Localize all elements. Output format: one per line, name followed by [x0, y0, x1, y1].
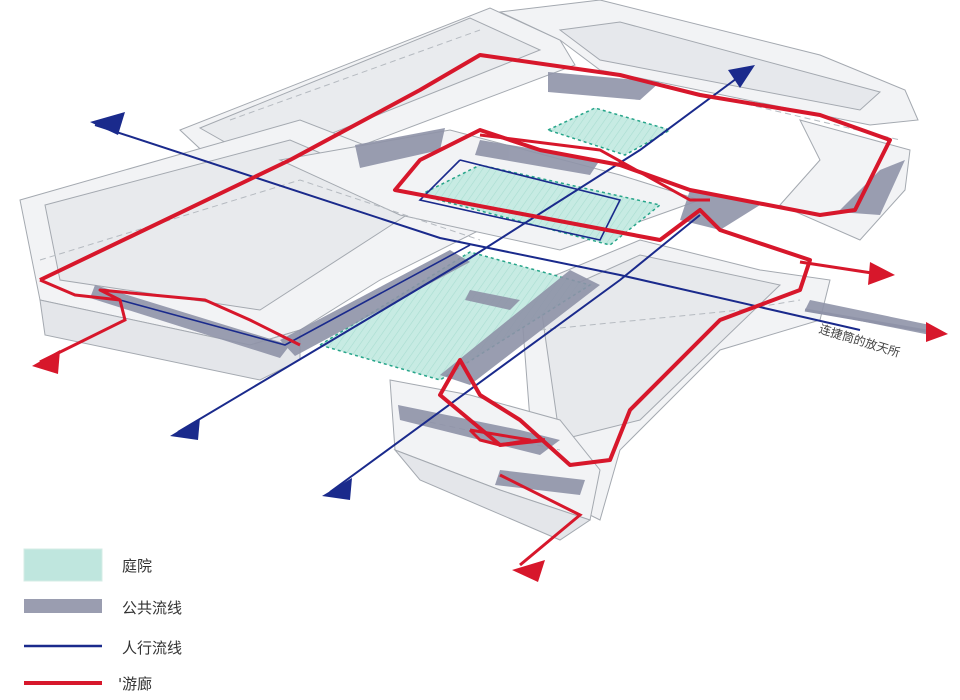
public-path-mid [440, 270, 600, 385]
pedestrian-left-loop [119, 244, 471, 346]
public-path-right [838, 160, 905, 215]
public-path-stair [465, 290, 520, 310]
pedestrian-line-1 [94, 124, 861, 331]
pedestrian-line-3 [329, 214, 701, 493]
pedestrian-line-2 [177, 69, 749, 433]
public-path-top-left [355, 128, 445, 168]
public-path-diagonal [280, 250, 470, 356]
arrow-head-red-right [868, 262, 895, 285]
legend-label-pedestrian: 人行流线 [122, 639, 183, 657]
legend-swatch-courtyard [23, 548, 103, 582]
corridor-arrows [32, 262, 895, 582]
legend-label-courtyard: 庭院 [122, 557, 153, 575]
legend-label-public: 公共流线 [122, 599, 183, 617]
arrow-head-red-left [32, 350, 60, 374]
legend-label-corridor: '游廊 [118, 675, 153, 693]
pedestrian-arrows [90, 65, 755, 500]
arrow-head-blue-3 [322, 478, 352, 500]
annotation-arrow [804, 308, 948, 342]
public-path-left [90, 285, 290, 358]
arrow-head-blue-2 [170, 418, 200, 440]
public-path-center [475, 140, 600, 175]
arrow-head-red-bottom [512, 560, 545, 582]
corridor-route [39, 53, 892, 467]
corridor-exit-left [39, 299, 127, 364]
arrow-head-blue-1 [90, 112, 125, 135]
courtyard-top [545, 107, 672, 156]
public-path-bottom-2 [495, 470, 585, 495]
corridor-bottom-loop [468, 428, 532, 447]
building-bottom-right-roof [539, 254, 782, 441]
corridor-left-return [39, 278, 301, 347]
public-path-top [548, 72, 660, 100]
corridor-inner-top [479, 133, 710, 202]
building-top-right-roof [558, 21, 882, 111]
corridor-exit-bottom [499, 473, 583, 567]
legend-swatch-public [24, 599, 102, 613]
corridor-outer [39, 53, 892, 467]
pedestrian-loop [418, 159, 622, 241]
arrow-head-blue-4 [728, 65, 755, 88]
building-bottom-center-base [393, 448, 592, 541]
legend [23, 548, 103, 685]
pedestrian-flow [94, 69, 861, 493]
